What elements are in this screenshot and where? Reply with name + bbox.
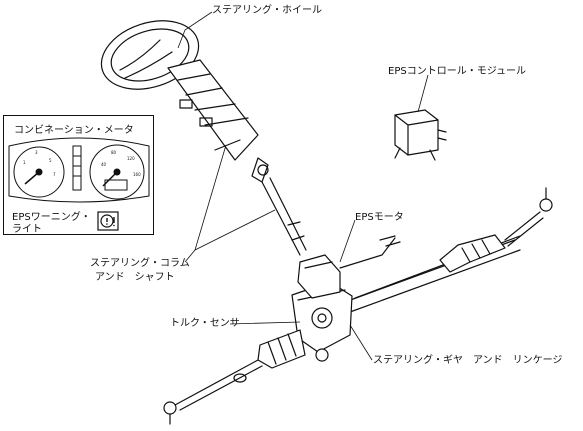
- label-combination-meter: コンビネーション・メータ: [14, 125, 134, 136]
- steering-column-drawing: [167, 59, 259, 161]
- eps-warning-icon: [97, 211, 119, 231]
- leader-column-1: [194, 144, 227, 251]
- svg-text:1: 1: [23, 160, 26, 165]
- leader-eps-control-module: [417, 74, 429, 113]
- label-torque-sensor: トルク・センサ: [170, 318, 240, 329]
- label-eps-warning-light: EPSワーニング・ ライト: [12, 212, 91, 235]
- label-steering-wheel: ステアリング・ホイール: [212, 5, 322, 16]
- eps-control-module-drawing: [394, 109, 447, 161]
- svg-text:5: 5: [49, 158, 52, 163]
- svg-text:3: 3: [35, 150, 38, 155]
- steering-rack-drawing: [163, 187, 553, 425]
- leader-torque-sensor: [229, 321, 301, 325]
- leader-column-2: [194, 209, 276, 251]
- leader-column-3: [184, 249, 196, 263]
- label-eps-control-module: EPSコントロール・モジュール: [388, 66, 526, 77]
- label-eps-motor: EPSモータ: [355, 212, 404, 223]
- intermediate-shaft-drawing: [251, 157, 307, 256]
- svg-text:120: 120: [127, 156, 135, 161]
- label-steering-gear-linkage: ステアリング・ギヤ アンド リンケージ: [373, 355, 563, 366]
- svg-text:7: 7: [53, 172, 56, 177]
- leader-lines: [177, 11, 429, 361]
- leader-steering-gear: [349, 324, 373, 361]
- leader-eps-motor: [339, 219, 356, 263]
- label-steering-column-2: アンド シャフト: [95, 272, 175, 283]
- svg-text:80: 80: [111, 150, 117, 155]
- leader-steering-wheel: [177, 11, 213, 49]
- label-steering-column-1: ステアリング・コラム: [90, 258, 190, 269]
- svg-text:160: 160: [133, 172, 141, 177]
- combination-meter-drawing: 1 3 5 7 40 80 120 160: [8, 137, 150, 203]
- svg-text:40: 40: [101, 162, 107, 167]
